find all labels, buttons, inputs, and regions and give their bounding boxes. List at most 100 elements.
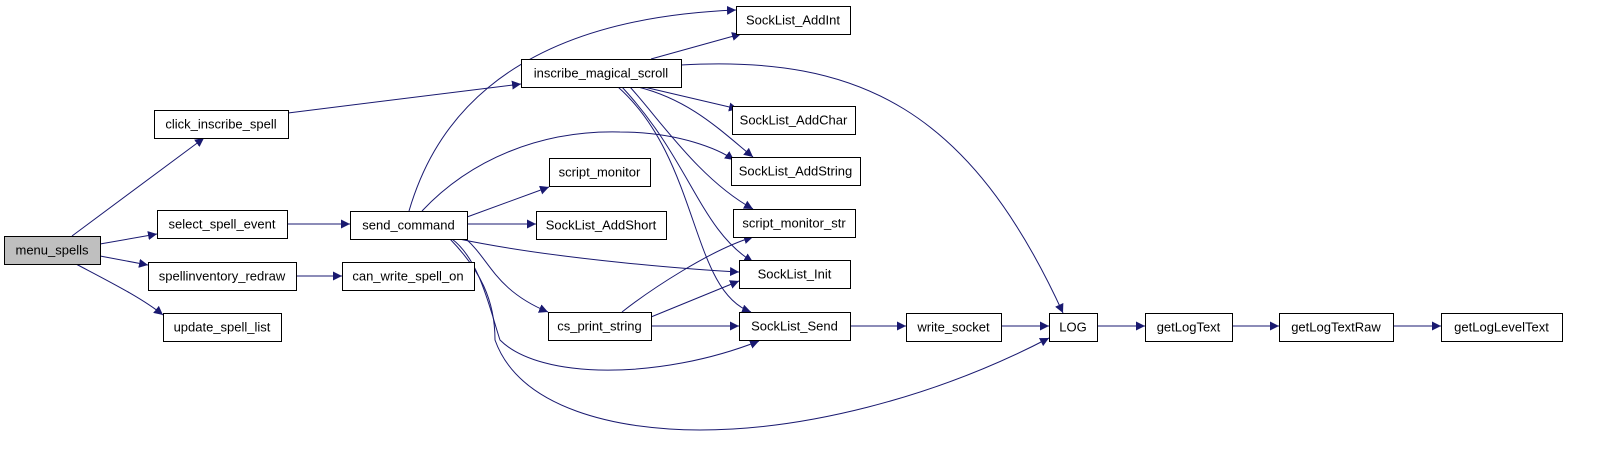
- edge-path: [449, 238, 1050, 431]
- node-label: update_spell_list: [174, 320, 271, 335]
- edge-path: [466, 185, 550, 218]
- edge-menu_spells-to-spellinventory_redraw: [99, 255, 149, 268]
- edge-click_inscribe_spell-to-inscribe_magical_scroll: [287, 80, 522, 114]
- edge-send_command-to-SockList_Init: [458, 238, 740, 277]
- node-label: SockList_Send: [751, 319, 838, 334]
- node-box: [731, 157, 861, 186]
- node-SockList_Init[interactable]: SockList_Init: [739, 260, 851, 289]
- node-box: [1279, 313, 1394, 342]
- node-box: [521, 59, 682, 88]
- node-box: [549, 158, 651, 187]
- node-script_monitor[interactable]: script_monitor: [549, 158, 651, 187]
- node-label: script_monitor_str: [742, 216, 846, 231]
- node-getLogTextRaw[interactable]: getLogTextRaw: [1279, 313, 1394, 342]
- node-box: [736, 6, 851, 35]
- node-label: write_socket: [916, 320, 990, 335]
- edge-path: [99, 231, 158, 245]
- node-box: [906, 313, 1002, 342]
- node-box: [342, 262, 475, 291]
- edge-path: [465, 238, 549, 313]
- node-box: [733, 209, 856, 238]
- edge-path: [75, 263, 164, 316]
- node-click_inscribe_spell[interactable]: click_inscribe_spell: [154, 110, 289, 139]
- node-box: [4, 236, 101, 265]
- edge-inscribe_magical_scroll-to-SockList_Init: [621, 86, 754, 263]
- edge-send_command-to-cs_print_string: [465, 238, 549, 313]
- edge-inscribe_magical_scroll-to-LOG: [680, 63, 1064, 314]
- edge-path: [629, 86, 754, 210]
- edge-path: [643, 86, 739, 112]
- node-SockList_Send[interactable]: SockList_Send: [739, 312, 851, 341]
- edge-path: [408, 5, 737, 212]
- node-box: [732, 106, 856, 135]
- edge-inscribe_magical_scroll-to-SockList_AddString: [637, 86, 754, 158]
- edge-path: [458, 238, 740, 277]
- edge-inscribe_magical_scroll-to-script_monitor_str: [629, 86, 754, 210]
- node-label: cs_print_string: [557, 319, 642, 334]
- node-menu_spells[interactable]: menu_spells: [4, 236, 101, 265]
- node-update_spell_list[interactable]: update_spell_list: [163, 313, 282, 342]
- edge-send_command-to-SockList_Send: [451, 238, 760, 371]
- node-label: script_monitor: [559, 165, 641, 180]
- edges-layer: [71, 5, 1441, 431]
- edge-path: [451, 238, 760, 371]
- node-SockList_AddShort[interactable]: SockList_AddShort: [536, 211, 667, 240]
- node-getLogText[interactable]: getLogText: [1145, 313, 1233, 342]
- node-select_spell_event[interactable]: select_spell_event: [157, 210, 288, 239]
- node-script_monitor_str[interactable]: script_monitor_str: [733, 209, 856, 238]
- node-box: [1049, 313, 1098, 342]
- edge-path: [621, 86, 754, 263]
- node-cs_print_string[interactable]: cs_print_string: [548, 312, 652, 341]
- node-box: [148, 262, 297, 291]
- edge-path: [637, 86, 754, 158]
- node-box: [154, 110, 289, 139]
- node-label: SockList_Init: [758, 267, 832, 282]
- edge-cs_print_string-to-SockList_Init: [650, 280, 740, 318]
- node-label: can_write_spell_on: [352, 269, 463, 284]
- node-LOG[interactable]: LOG: [1049, 313, 1098, 342]
- node-box: [739, 312, 851, 341]
- edge-path: [621, 235, 754, 313]
- edge-menu_spells-to-click_inscribe_spell: [71, 137, 205, 237]
- edge-send_command-to-script_monitor: [466, 185, 550, 218]
- node-label: spellinventory_redraw: [159, 269, 286, 284]
- node-write_socket[interactable]: write_socket: [906, 313, 1002, 342]
- node-box: [1145, 313, 1233, 342]
- edge-path: [617, 86, 752, 314]
- edge-send_command-to-LOG: [449, 238, 1050, 431]
- edge-path: [287, 80, 522, 114]
- edge-menu_spells-to-update_spell_list: [75, 263, 164, 316]
- node-label: SockList_AddShort: [546, 218, 657, 233]
- edge-path: [680, 63, 1064, 314]
- edge-path: [99, 255, 149, 268]
- node-inscribe_magical_scroll[interactable]: inscribe_magical_scroll: [521, 59, 682, 88]
- node-label: getLogText: [1157, 320, 1221, 335]
- edge-inscribe_magical_scroll-to-SockList_AddInt: [650, 32, 742, 60]
- node-label: menu_spells: [16, 243, 89, 258]
- node-spellinventory_redraw[interactable]: spellinventory_redraw: [148, 262, 297, 291]
- edge-inscribe_magical_scroll-to-SockList_Send: [617, 86, 752, 314]
- node-label: getLogLevelText: [1454, 320, 1549, 335]
- node-SockList_AddChar[interactable]: SockList_AddChar: [732, 106, 856, 135]
- node-box: [548, 312, 652, 341]
- nodes-layer: menu_spells click_inscribe_spell select_sp…: [4, 6, 1563, 342]
- node-box: [536, 211, 667, 240]
- node-SockList_AddString[interactable]: SockList_AddString: [731, 157, 861, 186]
- node-getLogLevelText[interactable]: getLogLevelText: [1441, 313, 1563, 342]
- edge-menu_spells-to-select_spell_event: [99, 231, 158, 245]
- node-box: [163, 313, 282, 342]
- edge-path: [650, 280, 740, 318]
- edge-inscribe_magical_scroll-to-SockList_AddChar: [643, 86, 739, 112]
- node-label: SockList_AddInt: [746, 13, 840, 28]
- edge-path: [421, 131, 735, 212]
- node-label: send_command: [362, 218, 455, 233]
- node-box: [350, 211, 468, 240]
- node-box: [1441, 313, 1563, 342]
- node-can_write_spell_on[interactable]: can_write_spell_on: [342, 262, 475, 291]
- node-label: LOG: [1059, 320, 1086, 335]
- node-SockList_AddInt[interactable]: SockList_AddInt: [736, 6, 851, 35]
- node-send_command[interactable]: send_command: [350, 211, 468, 240]
- node-label: click_inscribe_spell: [165, 117, 276, 132]
- node-label: inscribe_magical_scroll: [534, 66, 668, 81]
